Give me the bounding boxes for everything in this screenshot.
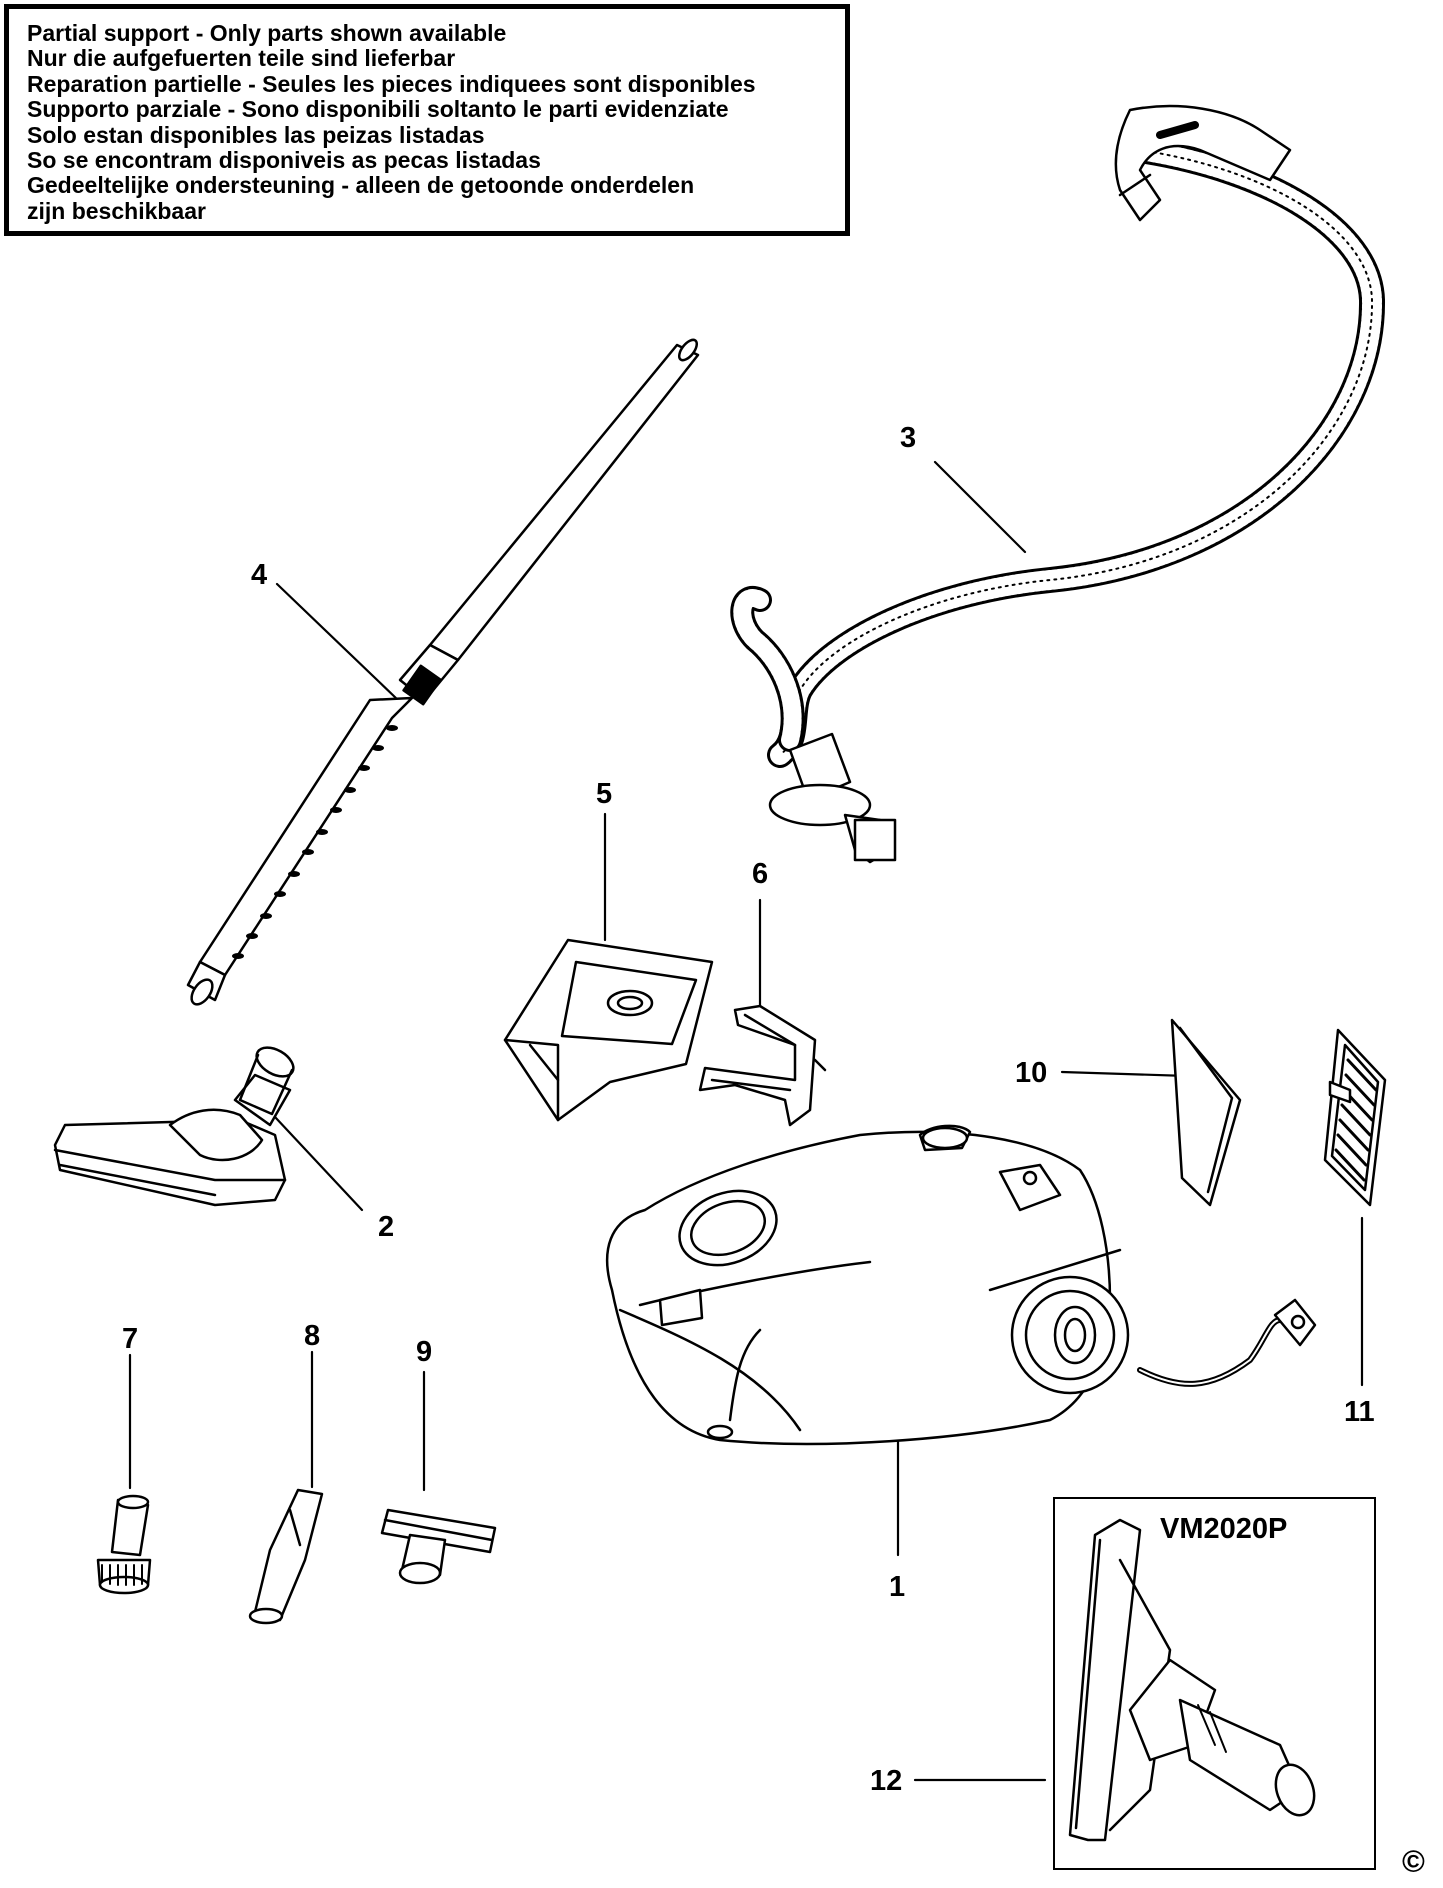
callout-7: 7 bbox=[122, 1323, 139, 1355]
notice-line-es: Solo estan disponibles las peizas listad… bbox=[27, 121, 485, 148]
bag-holder-drawing bbox=[700, 1006, 825, 1125]
notice-line-nl: Gedeeltelijke ondersteuning - alleen de … bbox=[27, 172, 695, 199]
leader-lines bbox=[130, 462, 1362, 1780]
partial-support-notice: Partial support - Only parts shown avail… bbox=[4, 4, 850, 236]
model-inset-box: VM2020P bbox=[1053, 1497, 1376, 1870]
copyright-symbol: © bbox=[1402, 1844, 1425, 1879]
telescopic-tube-drawing bbox=[187, 337, 700, 1008]
dusting-brush-drawing bbox=[98, 1496, 150, 1593]
callout-5: 5 bbox=[596, 778, 613, 810]
parquet-nozzle-drawing bbox=[1070, 1520, 1321, 1840]
callout-12: 12 bbox=[870, 1765, 903, 1797]
callout-8: 8 bbox=[304, 1320, 321, 1352]
notice-line-nl-cont: zijn beschikbaar bbox=[27, 197, 206, 224]
callout-1: 1 bbox=[889, 1571, 906, 1603]
callout-4: 4 bbox=[251, 559, 268, 591]
callout-2: 2 bbox=[378, 1211, 395, 1243]
notice-line-fr: Reparation partielle - Seules les pieces… bbox=[27, 70, 756, 97]
crevice-tool-drawing bbox=[250, 1490, 322, 1623]
model-label: VM2020P bbox=[1160, 1513, 1288, 1545]
notice-line-de: Nur die aufgefuerten teile sind lieferba… bbox=[27, 45, 456, 72]
dust-bag-drawing bbox=[505, 940, 712, 1120]
callout-6: 6 bbox=[752, 858, 769, 890]
floor-nozzle-drawing bbox=[55, 1042, 298, 1205]
tube-holes bbox=[232, 725, 398, 959]
exhaust-grille-drawing bbox=[1325, 1030, 1385, 1205]
callout-11: 11 bbox=[1344, 1396, 1375, 1428]
upholstery-nozzle-drawing bbox=[382, 1510, 495, 1583]
hose-drawing bbox=[742, 106, 1372, 862]
callout-9: 9 bbox=[416, 1336, 433, 1368]
notice-line-it: Supporto parziale - Sono disponibili sol… bbox=[27, 96, 729, 123]
notice-line-pt: So se encontram disponiveis as pecas lis… bbox=[27, 147, 541, 174]
notice-line-en: Partial support - Only parts shown avail… bbox=[27, 20, 507, 46]
vacuum-cleaner-body-drawing bbox=[607, 1126, 1315, 1444]
callout-10: 10 bbox=[1015, 1057, 1048, 1089]
filter-drawing bbox=[1172, 1020, 1240, 1205]
callout-3: 3 bbox=[900, 422, 917, 454]
